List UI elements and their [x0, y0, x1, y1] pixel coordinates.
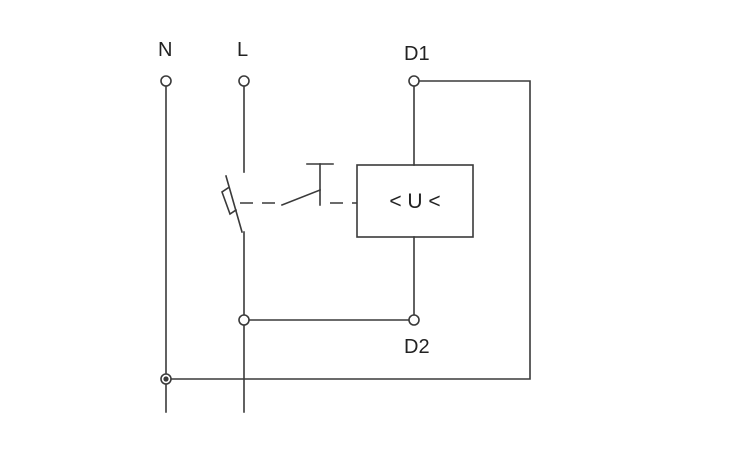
relay-box-label: < U <	[389, 190, 440, 213]
terminal-label-n: N	[158, 39, 172, 61]
terminal-label-l: L	[237, 39, 248, 61]
terminal-n	[160, 75, 172, 87]
terminal-d1	[408, 75, 420, 87]
terminal-label-d1: D1	[404, 43, 430, 65]
terminal-d2	[408, 314, 420, 326]
terminal-l-junction	[238, 314, 250, 326]
terminal-l	[238, 75, 250, 87]
wire-d1-loop	[165, 80, 531, 380]
push-button-symbol	[280, 188, 321, 207]
junction-n-dot	[163, 376, 169, 382]
switch-blade	[225, 175, 243, 233]
relay-box	[356, 164, 474, 238]
terminal-label-d2: D2	[404, 336, 430, 358]
switch-actuator	[221, 186, 238, 216]
